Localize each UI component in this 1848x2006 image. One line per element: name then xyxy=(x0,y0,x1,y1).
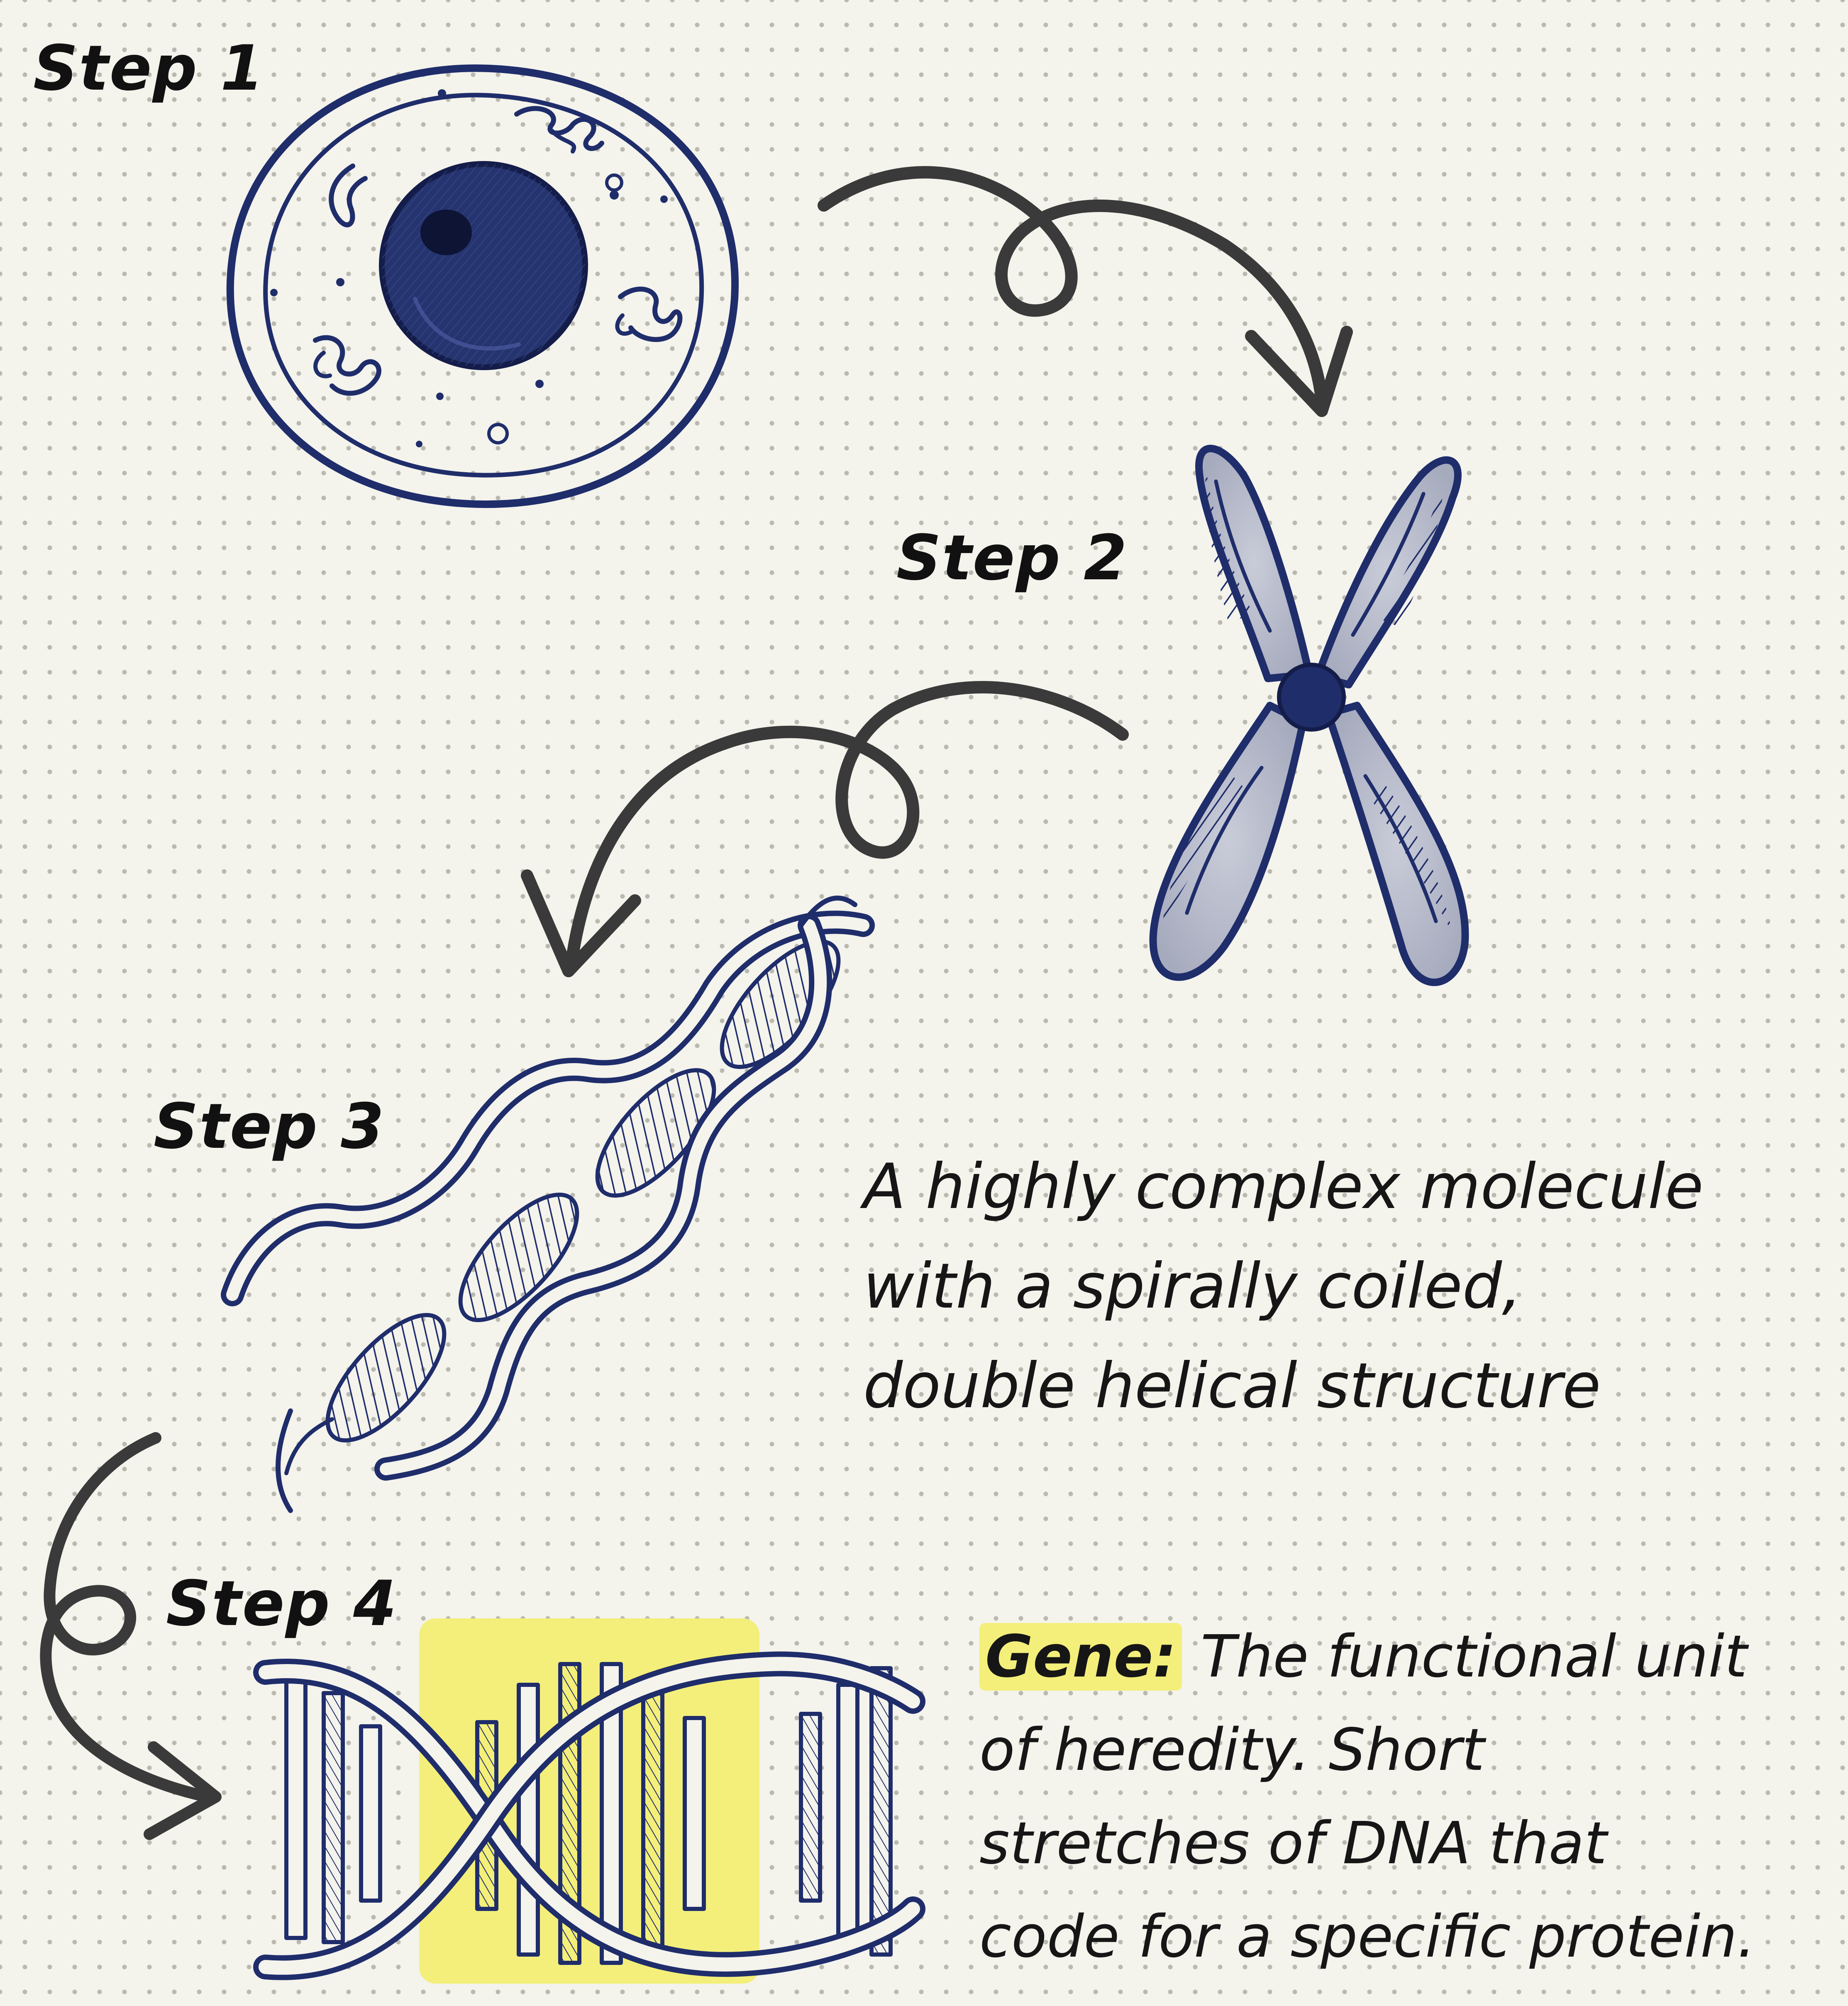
cell-illustration xyxy=(230,68,735,504)
step-4-label: Step 4 xyxy=(166,1573,397,1635)
gene-caption-line-2: of heredity. Short xyxy=(979,1703,1755,1797)
dna-helix-illustration xyxy=(232,898,863,1511)
gene-segment-illustration xyxy=(266,1618,913,1984)
gene-caption-line-1-rest: The functional unit xyxy=(1182,1623,1747,1691)
curly-arrow-1 xyxy=(824,172,1347,411)
step-3-label: Step 3 xyxy=(154,1096,385,1158)
dna-caption-line-2: with a spirally coiled, xyxy=(863,1237,1704,1336)
dna-caption-line-3: double helical structure xyxy=(863,1336,1704,1436)
centromere xyxy=(1279,665,1344,730)
gene-term-highlight: Gene: xyxy=(979,1623,1182,1691)
gene-caption-line-1: Gene: The functional unit xyxy=(979,1610,1755,1703)
gene-caption-line-3: stretches of DNA that xyxy=(979,1797,1755,1890)
gene-caption: Gene: The functional unit of heredity. S… xyxy=(979,1610,1755,1984)
chromosome-illustration xyxy=(1153,449,1465,983)
step-1-label: Step 1 xyxy=(33,37,264,100)
dna-caption-line-1: A highly complex molecule xyxy=(863,1137,1704,1237)
dna-caption: A highly complex molecule with a spirall… xyxy=(863,1137,1704,1436)
gene-caption-line-4: code for a specific protein. xyxy=(979,1890,1755,1984)
step-2-label: Step 2 xyxy=(896,527,1128,589)
